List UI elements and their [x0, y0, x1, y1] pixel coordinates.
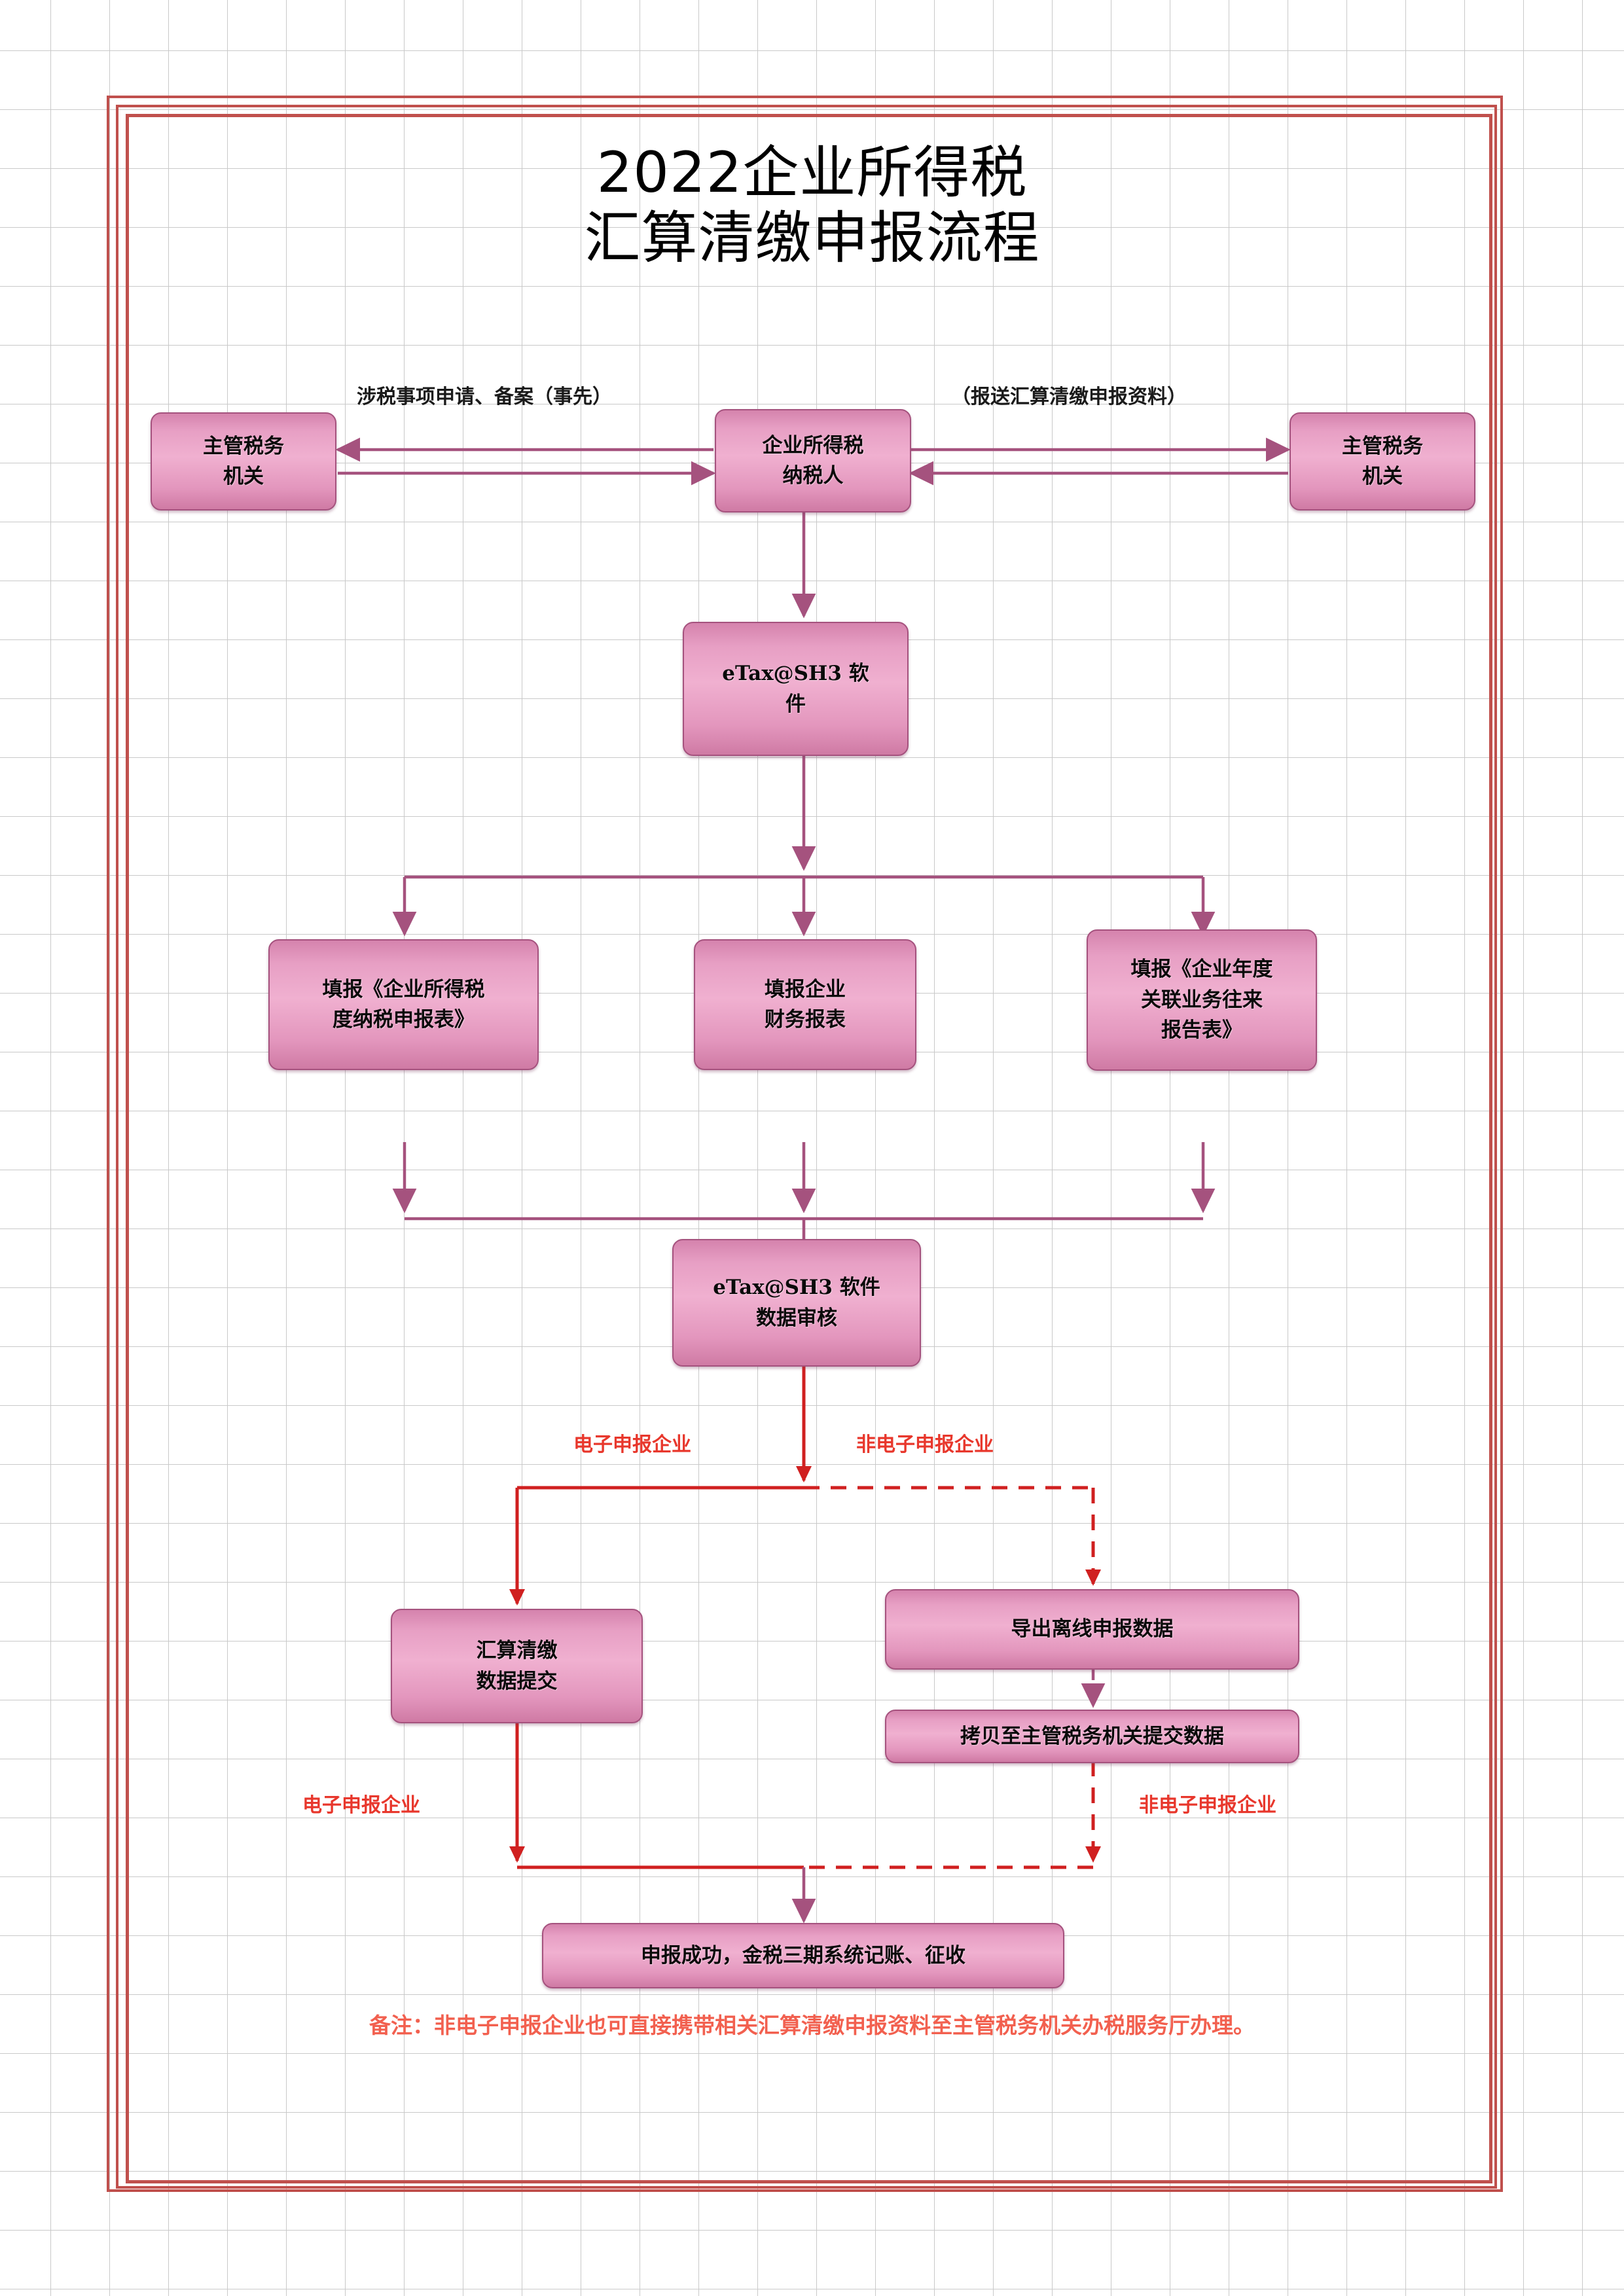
node-copy-to-authority[interactable]: 拷贝至主管税务机关提交数据: [885, 1710, 1299, 1763]
edge-label-tax-matter-application: 涉税事项申请、备案（事先）: [357, 386, 612, 408]
node-taxpayer-line-1: 企业所得税: [762, 433, 864, 457]
node-form-income-tax-line-1: 填报《企业所得税: [322, 977, 485, 1001]
node-final-success-line-1: 申报成功，金税三期系统记账、征收: [641, 1943, 965, 1967]
node-submit-settlement-line-1: 汇算清缴: [476, 1639, 558, 1662]
node-etax-audit[interactable]: eTax@SH3 软件 数据审核: [672, 1239, 921, 1367]
node-form-related-party[interactable]: 填报《企业年度 关联业务往来 报告表》: [1087, 929, 1317, 1071]
node-form-financial[interactable]: 填报企业 财务报表: [694, 939, 916, 1070]
node-tax-authority-right[interactable]: 主管税务 机关: [1290, 412, 1475, 511]
node-copy-to-authority-line-1: 拷贝至主管税务机关提交数据: [960, 1724, 1224, 1748]
node-form-related-party-line-3: 报告表》: [1161, 1018, 1242, 1043]
node-form-financial-line-1: 填报企业: [765, 977, 846, 1001]
node-tax-authority-left-line-1: 主管税务: [203, 434, 284, 458]
branch-label-non-electronic-bottom: 非电子申报企业: [1139, 1794, 1276, 1817]
title-line-1: 2022企业所得税: [596, 140, 1028, 206]
node-etax-audit-line-2: 数据审核: [756, 1306, 837, 1330]
node-tax-authority-left-line-2: 机关: [223, 465, 264, 488]
node-form-income-tax-line-2: 度纳税申报表》: [333, 1008, 475, 1031]
decorative-frame-outer: [107, 96, 1503, 2192]
node-form-related-party-line-2: 关联业务往来: [1141, 988, 1263, 1012]
node-form-income-tax[interactable]: 填报《企业所得税 度纳税申报表》: [268, 939, 539, 1070]
node-tax-authority-right-line-1: 主管税务: [1342, 434, 1423, 458]
title-line-2: 汇算清缴申报流程: [584, 205, 1040, 271]
node-form-financial-line-2: 财务报表: [765, 1008, 846, 1031]
footer-note: 备注：非电子申报企业也可直接携带相关汇算清缴申报资料至主管税务机关办税服务厅办理…: [369, 2013, 1255, 2038]
node-submit-settlement[interactable]: 汇算清缴 数据提交: [391, 1609, 643, 1723]
node-etax-audit-line-1: eTax@SH3 软件: [713, 1276, 880, 1299]
node-etax-software[interactable]: eTax@SH3 软 件: [683, 622, 909, 756]
branch-label-electronic-bottom: 电子申报企业: [302, 1794, 420, 1817]
node-export-offline-line-1: 导出离线申报数据: [1011, 1617, 1174, 1641]
branch-label-electronic-top: 电子申报企业: [573, 1433, 691, 1456]
node-tax-authority-left[interactable]: 主管税务 机关: [151, 412, 336, 511]
node-taxpayer-line-2: 纳税人: [782, 464, 844, 488]
node-final-success[interactable]: 申报成功，金税三期系统记账、征收: [542, 1923, 1064, 1988]
node-etax-software-line-2: 件: [785, 692, 806, 716]
node-export-offline[interactable]: 导出离线申报数据: [885, 1589, 1299, 1670]
node-taxpayer[interactable]: 企业所得税 纳税人: [715, 409, 911, 512]
node-submit-settlement-line-2: 数据提交: [476, 1669, 558, 1693]
page-title: 2022企业所得税 汇算清缴申报流程: [0, 140, 1624, 272]
node-tax-authority-right-line-2: 机关: [1362, 465, 1403, 488]
node-etax-software-line-1: eTax@SH3 软: [722, 662, 869, 685]
decorative-frame-inner: [126, 114, 1492, 2183]
edge-label-submit-settlement-materials: （报送汇算清缴申报资料）: [951, 386, 1187, 408]
branch-label-non-electronic-top: 非电子申报企业: [856, 1433, 994, 1456]
decorative-frame-middle: [116, 105, 1497, 2189]
node-form-related-party-line-1: 填报《企业年度: [1130, 958, 1273, 982]
